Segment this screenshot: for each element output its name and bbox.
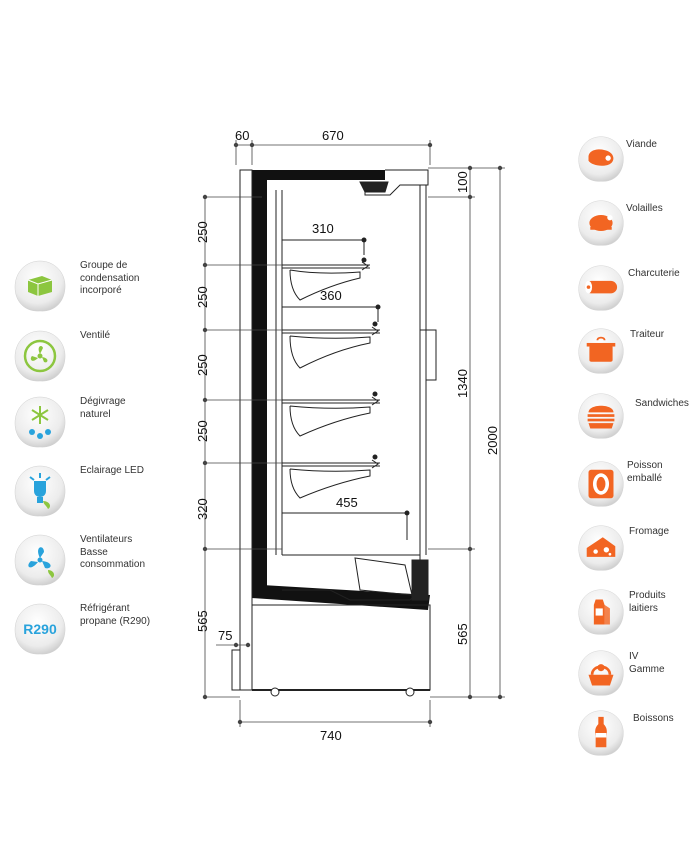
led-bulb-icon <box>12 463 68 519</box>
feature-item: Ventilateurs Basse consommation <box>12 532 145 588</box>
cabinet-outline <box>231 169 437 697</box>
salad-icon <box>576 647 626 699</box>
feature-item: Dégivrage naturel <box>12 394 126 450</box>
dim-right-100: 100 <box>455 171 470 193</box>
dim-left-250-d: 250 <box>195 420 210 442</box>
feature-label: Ventilateurs Basse consommation <box>80 534 146 570</box>
poultry-icon <box>576 197 626 249</box>
category-label: Sandwiches <box>635 398 689 409</box>
shelf-3 <box>282 391 380 437</box>
dim-left-565: 565 <box>195 610 210 632</box>
meat-icon <box>576 133 626 185</box>
dim-right-565: 565 <box>455 623 470 645</box>
feature-label: Ventilé <box>80 330 111 341</box>
packaged-fish-icon <box>576 458 626 510</box>
dim-left-250-c: 250 <box>195 354 210 376</box>
dim-left-320: 320 <box>195 498 210 520</box>
dim-shelf-2: 360 <box>320 288 342 303</box>
shelf-1 <box>282 257 370 301</box>
dim-top-width: 670 <box>322 128 344 143</box>
low-energy-fan-icon <box>12 532 68 588</box>
pot-icon <box>576 325 626 377</box>
feature-item: Groupe de condensation incorporé <box>12 258 140 314</box>
shelves <box>282 237 410 540</box>
feature-item: R290 Réfrigérant propane (R290) <box>12 601 150 657</box>
category-label: Produits laitiers <box>629 590 666 614</box>
sandwich-icon <box>576 390 626 442</box>
sausage-icon <box>576 262 626 314</box>
dim-shelf-1: 310 <box>312 221 334 236</box>
dim-top-left: 60 <box>235 128 249 143</box>
dimension-lines <box>202 140 505 727</box>
bottle-icon <box>576 707 626 759</box>
dim-right-2000: 2000 <box>485 426 500 455</box>
category-label: Boissons <box>633 713 674 724</box>
feature-label: Groupe de condensation incorporé <box>80 260 140 296</box>
condensing-unit-icon <box>12 258 68 314</box>
cheese-icon <box>576 522 626 574</box>
category-label: Volailles <box>626 203 663 214</box>
dairy-icon <box>576 586 626 638</box>
category-label: Charcuterie <box>628 268 680 279</box>
feature-item: Ventilé <box>12 328 110 384</box>
feature-label: Réfrigérant propane (R290) <box>80 603 151 627</box>
r290-icon: R290 <box>12 601 68 657</box>
feature-item: Eclairage LED <box>12 463 144 519</box>
dim-right-1340: 1340 <box>455 369 470 398</box>
category-label: IV Gamme <box>629 651 665 675</box>
dim-left-75: 75 <box>218 628 232 643</box>
dimension-labels: 60 670 310 360 455 740 250 250 250 250 3… <box>195 128 500 743</box>
feature-label: Eclairage LED <box>80 465 144 476</box>
fan-icon <box>12 328 68 384</box>
category-label: Traiteur <box>630 329 665 340</box>
dim-bottom-width: 740 <box>320 728 342 743</box>
category-label: Poisson emballé <box>627 460 663 484</box>
defrost-icon <box>12 394 68 450</box>
shelf-4 <box>282 454 380 499</box>
svg-text:R290: R290 <box>23 621 57 637</box>
shelf-2 <box>282 321 380 369</box>
category-label: Viande <box>626 139 657 150</box>
feature-label: Dégivrage naturel <box>80 396 126 420</box>
dim-shelf-3: 455 <box>336 495 358 510</box>
dim-left-250-b: 250 <box>195 286 210 308</box>
category-label: Fromage <box>629 526 670 537</box>
dim-left-250-a: 250 <box>195 221 210 243</box>
